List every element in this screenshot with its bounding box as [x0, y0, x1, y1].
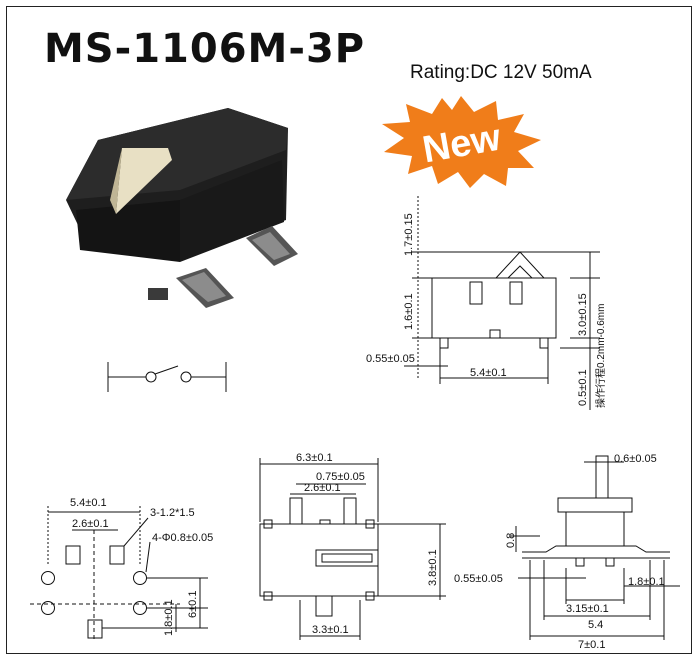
- side-dim-width: 5.4±0.1: [470, 367, 507, 379]
- side-dim-stroke: 操作行程0.2mm-0.6mm: [594, 304, 607, 408]
- top-dim-pitch: 2.6±0.1: [304, 482, 341, 494]
- fp-dim-inner: 2.6±0.1: [72, 518, 109, 530]
- end-view-drawing: [510, 455, 680, 640]
- product-title: MS-1106M-3P: [44, 26, 366, 72]
- fp-hole-note: 4-Φ0.8±0.05: [152, 532, 213, 544]
- end-dim-54: 5.4: [588, 619, 603, 631]
- side-dim-foot: 0.5±0.1: [577, 369, 589, 406]
- end-dim-08: 0.8: [505, 533, 517, 548]
- switch-schematic: [107, 362, 227, 392]
- side-dim-right: 3.0±0.15: [577, 293, 589, 336]
- end-dim-total: 7±0.1: [578, 639, 605, 651]
- end-dim-right: 1.8±0.1: [628, 576, 665, 588]
- rating-text: Rating:DC 12V 50mA: [410, 62, 592, 83]
- fp-dim-height: 6±0.1: [187, 591, 199, 618]
- fp-dim-small: 1.8±0.1: [163, 599, 175, 636]
- new-badge: New: [382, 96, 541, 188]
- side-dim-top: 1.7±0.15: [403, 213, 415, 256]
- side-dim-pin: 0.55±0.05: [366, 353, 415, 365]
- side-view-drawing: [404, 196, 600, 410]
- switch-photo: [66, 108, 298, 308]
- end-dim-pin: 0.55±0.05: [454, 573, 503, 585]
- side-dim-body: 1.6±0.1: [403, 293, 415, 330]
- top-dim-lug: 0.75±0.05: [316, 471, 365, 483]
- top-dim-width: 6.3±0.1: [296, 452, 333, 464]
- starburst-shape: [382, 96, 541, 188]
- top-dim-bottom: 3.3±0.1: [312, 624, 349, 636]
- fp-slot-note: 3-1.2*1.5: [150, 507, 195, 519]
- top-view-drawing: [259, 458, 446, 640]
- end-dim-315: 3.15±0.1: [566, 603, 609, 615]
- end-dim-actuator: 0.6±0.05: [614, 453, 657, 465]
- page-frame: [6, 6, 692, 654]
- pcb-footprint-drawing: [30, 506, 208, 640]
- top-dim-height: 3.8±0.1: [427, 549, 439, 586]
- fp-dim-width: 5.4±0.1: [70, 497, 107, 509]
